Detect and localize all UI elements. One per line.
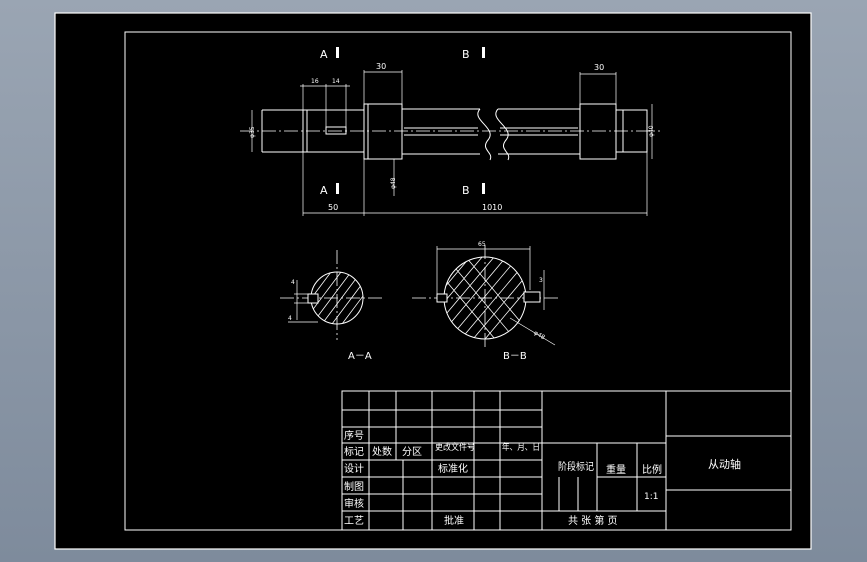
title-block: 序号 标记 处数 分区 更改文件号 年、月、日 设计 标准化 制图 审核 工艺 …	[341, 390, 792, 531]
tb-row-draw: 制图	[344, 480, 364, 493]
section-bb: 65 3 φ48 B－B	[412, 241, 560, 362]
cut-marker-b-top	[482, 47, 485, 58]
cut-marker-a-top	[336, 47, 339, 58]
tb-col-count: 处数	[372, 445, 392, 458]
shaft-left-journal	[262, 109, 304, 153]
tb-stage-mark: 阶段标记	[558, 460, 594, 473]
dim-aa-vert: 4	[291, 279, 295, 286]
tb-col-date: 年、月、日	[502, 441, 540, 453]
shaft-left-keyway	[325, 126, 347, 135]
dim-bb-dia: φ48	[533, 329, 547, 341]
tb-row-check: 审核	[344, 497, 364, 510]
shaft-main-view: A A B B 16 14 30 30 φ35 φ40 φ48 50 1010	[240, 47, 660, 216]
label-b-bottom: B	[462, 184, 470, 197]
cut-marker-b-bottom	[482, 183, 485, 194]
tb-scale: 比例	[642, 463, 662, 476]
tb-col-zone: 分区	[402, 446, 422, 458]
shaft-break-left	[477, 108, 492, 161]
section-bb-keyway-right	[523, 291, 541, 303]
tb-row-design: 设计	[344, 462, 364, 475]
section-bb-title: B－B	[503, 351, 527, 362]
tb-approve: 批准	[444, 514, 464, 527]
shaft-right-journal	[616, 109, 648, 153]
tb-part-name: 从动轴	[708, 457, 741, 471]
dim-1010: 1010	[482, 203, 502, 212]
dim-30-right: 30	[594, 63, 604, 72]
tb-row-process: 工艺	[344, 515, 364, 527]
dim-14: 14	[332, 78, 340, 85]
shaft-break-right	[495, 108, 510, 161]
dim-30-left: 30	[376, 62, 386, 71]
tb-row-mark: 标记	[344, 446, 364, 458]
dim-mid-dia: φ48	[390, 177, 397, 189]
dim-left-dia: φ35	[249, 126, 256, 138]
cut-marker-a-bottom	[336, 183, 339, 194]
dim-right-dia: φ40	[648, 125, 655, 137]
label-a-top: A	[320, 48, 328, 61]
dim-50: 50	[328, 203, 338, 212]
shaft-collar	[363, 103, 403, 160]
dim-bb-leader	[509, 317, 556, 346]
tb-col-doc: 更改文件号	[435, 441, 475, 453]
label-a-bottom: A	[320, 184, 328, 197]
dim-aa-depth: 4	[288, 315, 292, 322]
tb-weight: 重量	[606, 463, 626, 476]
tb-sheets: 共 张 第 页	[568, 514, 618, 527]
section-aa-title: A－A	[348, 351, 372, 362]
section-aa-keyway	[307, 293, 319, 304]
dim-bb-65: 65	[478, 241, 486, 248]
drawing-sheet	[54, 12, 812, 550]
label-b-top: B	[462, 48, 470, 61]
shaft-right-collar	[579, 103, 617, 160]
dim-16: 16	[311, 78, 319, 85]
tb-scale-value: 1:1	[644, 492, 658, 502]
section-bb-keyway-left	[436, 293, 448, 303]
dim-bb-vert: 3	[539, 277, 543, 284]
tb-standardize: 标准化	[438, 462, 468, 475]
tb-row-seq: 序号	[344, 429, 364, 442]
